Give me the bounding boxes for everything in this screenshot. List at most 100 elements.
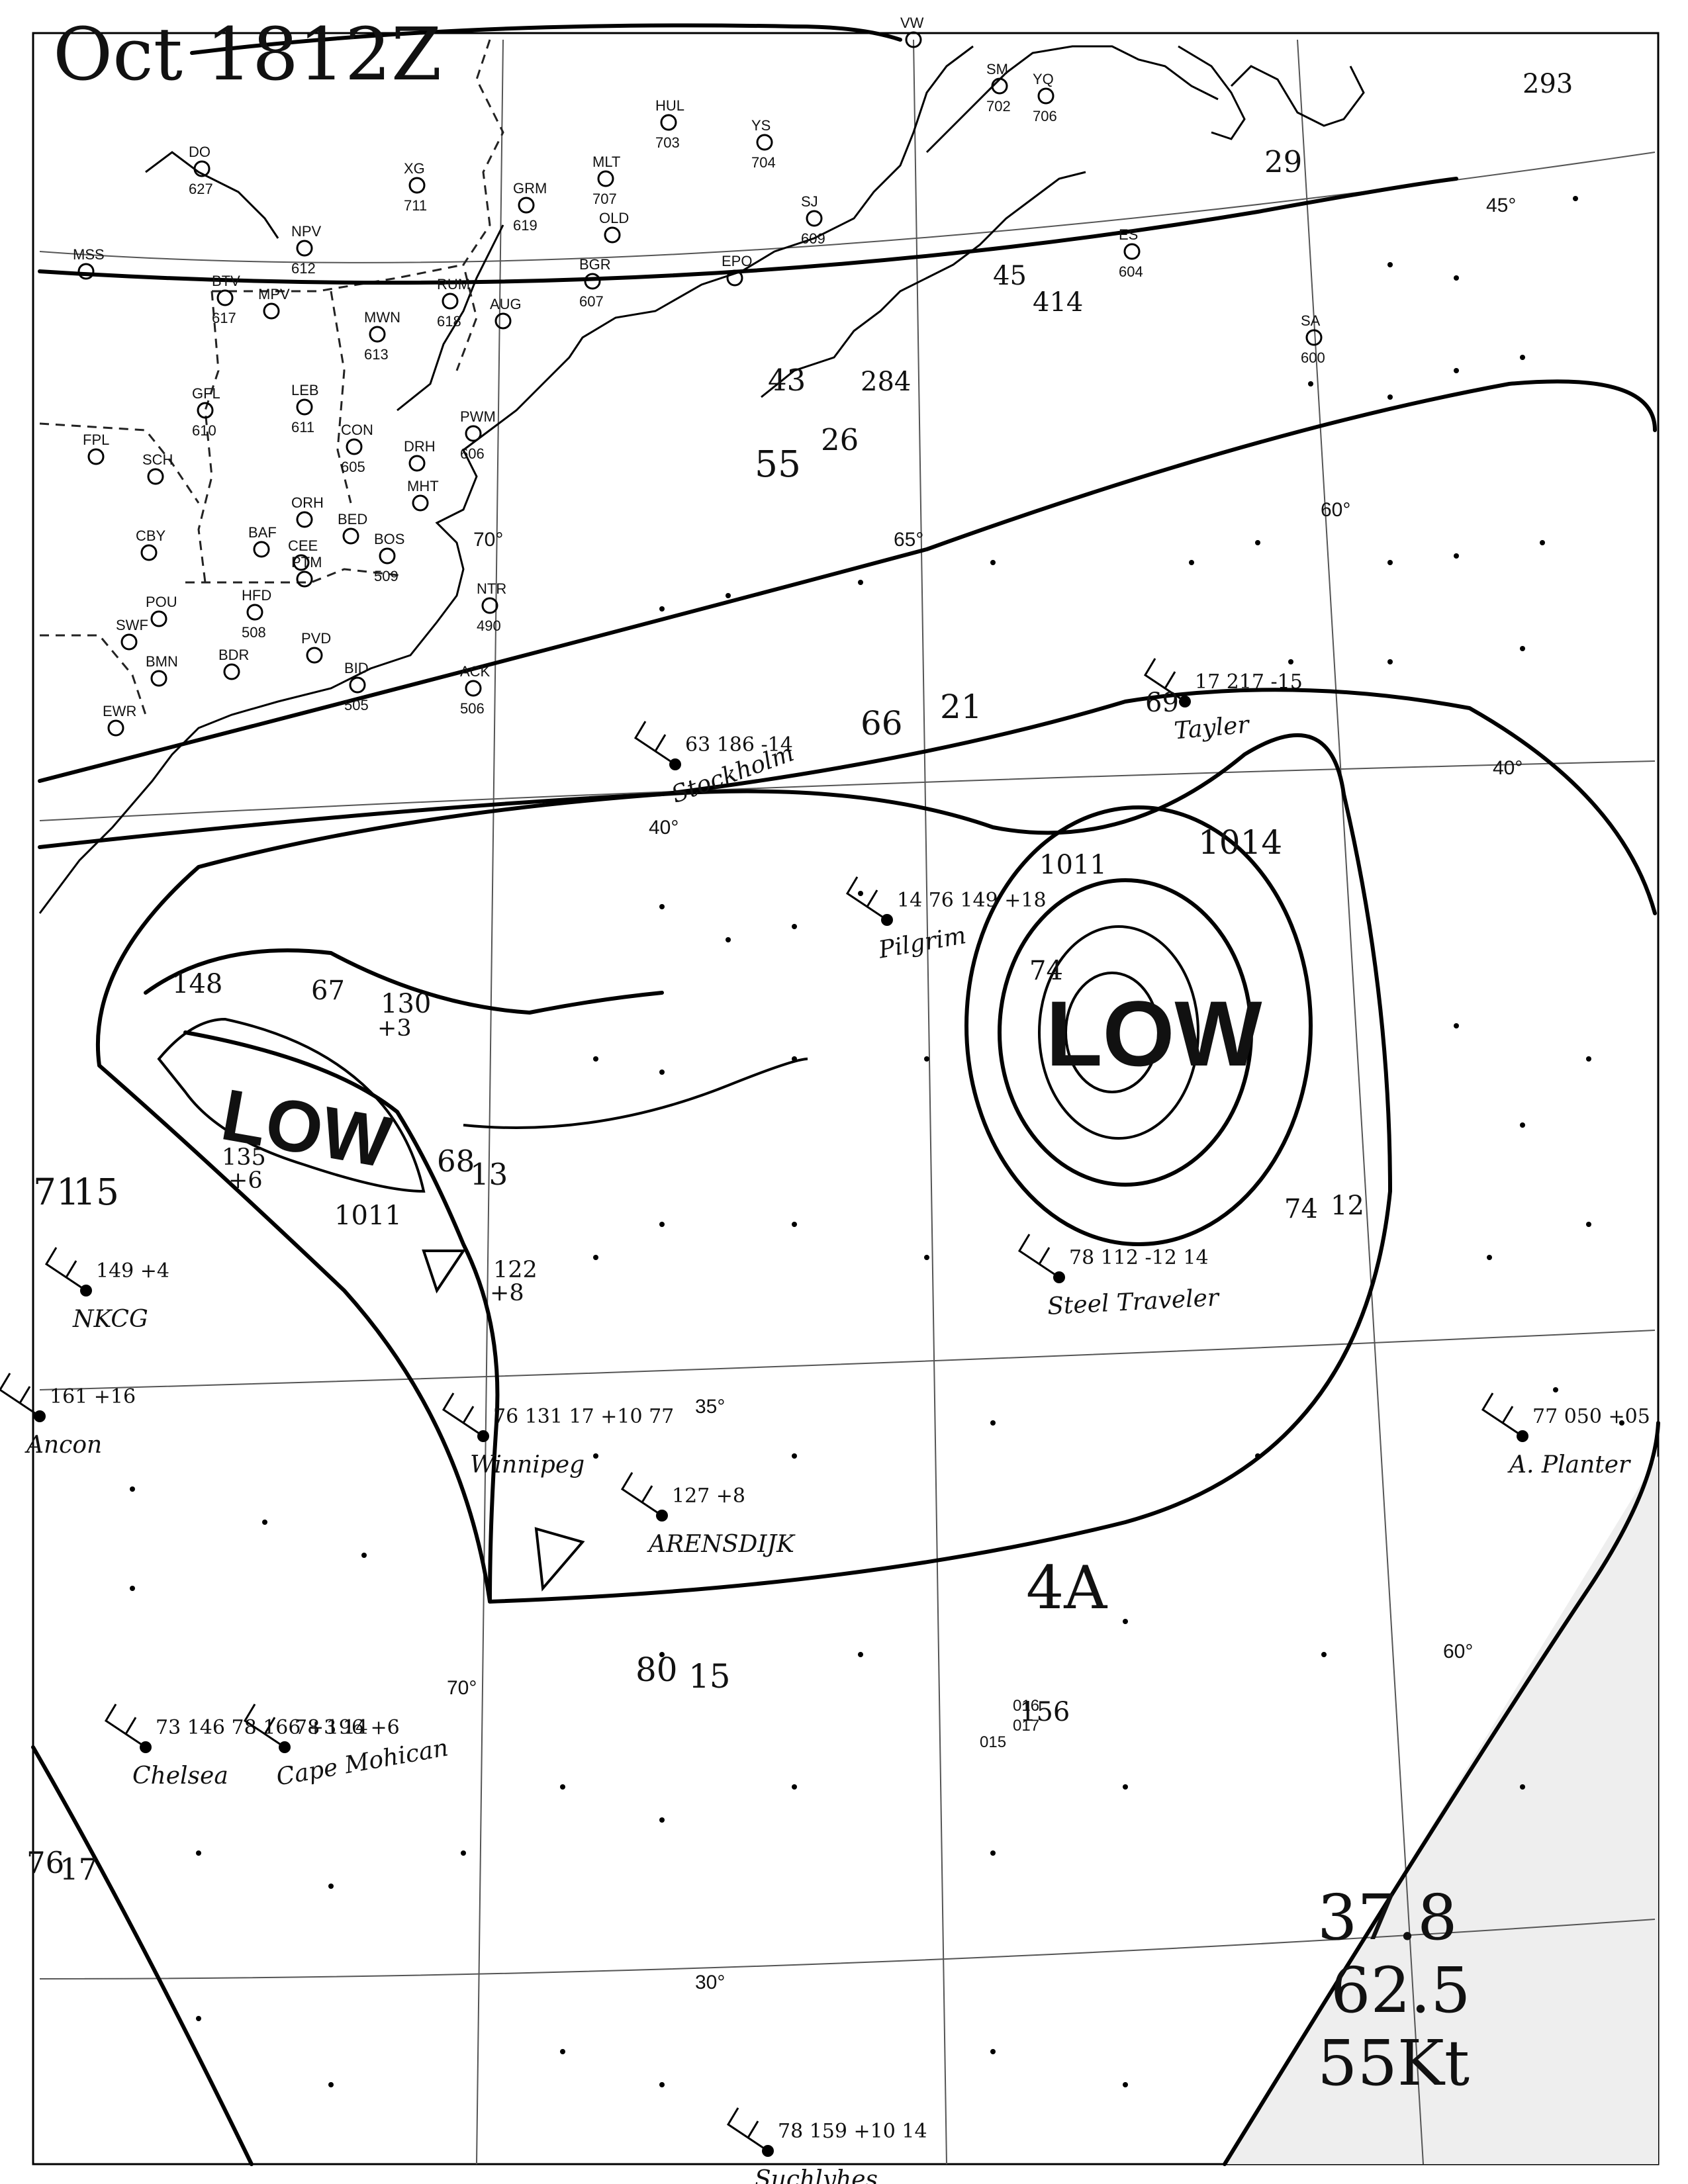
storm-summary: 37.8 62.5 55Kt bbox=[1317, 1882, 1471, 2100]
station-number: 508 bbox=[242, 624, 266, 641]
border-ny-vt bbox=[197, 291, 220, 583]
obs-122: 122 bbox=[493, 1257, 538, 1283]
station-old: OLD bbox=[599, 210, 629, 244]
station-number: 506 bbox=[460, 700, 485, 717]
newfoundland-coast-west bbox=[1178, 45, 1246, 140]
station-id: PVD bbox=[301, 630, 331, 647]
station-marker bbox=[246, 604, 263, 621]
isobar-1011-west-trough bbox=[183, 1030, 500, 1604]
station-ack: ACK 506 bbox=[460, 663, 491, 717]
wind-barb-icon bbox=[1481, 1392, 1523, 1437]
station-bdr: BDR bbox=[218, 647, 249, 680]
land-stations: DO627XG711GRM619MLT707HUL703YS704OLDSJ60… bbox=[73, 15, 1325, 737]
station-marker bbox=[481, 597, 498, 614]
obs-43: 43 bbox=[768, 363, 806, 398]
station-marker bbox=[584, 273, 601, 290]
station-id: MPV bbox=[258, 286, 290, 302]
ship-name: Tayler bbox=[1173, 711, 1251, 745]
ship-name: Suchlyhes bbox=[755, 2166, 878, 2184]
station-id: BID bbox=[344, 660, 369, 676]
ship-name: ARENSDIJK bbox=[647, 1531, 796, 1558]
summary-lat: 37.8 bbox=[1317, 1882, 1458, 1954]
station-id: AUG bbox=[490, 296, 522, 312]
station-number: 606 bbox=[460, 445, 485, 462]
station-id: ES bbox=[1119, 226, 1138, 243]
station-marker bbox=[1123, 243, 1141, 260]
station-marker bbox=[604, 226, 621, 244]
obs-plus6: +6 bbox=[228, 1167, 263, 1194]
station-id: NPV bbox=[291, 223, 322, 240]
station-marker bbox=[408, 177, 426, 194]
wind-barb-icon bbox=[442, 1392, 484, 1437]
station-bed: BED bbox=[338, 511, 367, 545]
ship-obs: 127 +8 bbox=[672, 1484, 745, 1508]
station-marker bbox=[349, 676, 366, 694]
lat-line-40 bbox=[39, 760, 1656, 821]
lat-30-label: 30° bbox=[695, 1972, 725, 1993]
lat-45-label: 45° bbox=[1486, 195, 1516, 216]
obs-130: 130 bbox=[381, 989, 431, 1019]
obs-45: 45 bbox=[993, 261, 1027, 291]
station-dots bbox=[130, 196, 1624, 2087]
ship-name: NKCG bbox=[72, 1306, 148, 1333]
obs-76: 76 bbox=[26, 1845, 64, 1880]
station-id: BOS bbox=[374, 531, 404, 547]
station-id: VW bbox=[900, 15, 924, 31]
lat-35-label: 35° bbox=[695, 1396, 725, 1418]
isobar-north-1 bbox=[38, 177, 1458, 285]
wind-barb-icon bbox=[44, 1247, 87, 1292]
station-marker bbox=[223, 663, 240, 680]
station-marker bbox=[150, 610, 167, 627]
obs-017: 017 bbox=[1013, 1717, 1039, 1735]
isobar-1014 bbox=[95, 733, 1392, 1604]
ship-name: Steel Traveler bbox=[1047, 1284, 1221, 1320]
obs-74-b: 74 bbox=[1284, 1194, 1318, 1224]
station-id: ACK bbox=[460, 663, 491, 680]
station-pvd: PVD bbox=[301, 630, 331, 664]
ship-name: Ancon bbox=[24, 1432, 102, 1459]
low-east-pressure: 1011 bbox=[1039, 850, 1107, 880]
station-marker bbox=[197, 402, 214, 419]
station-number: 613 bbox=[364, 346, 389, 363]
isobar-south-east bbox=[1223, 1421, 1660, 2166]
isobar-inner-west bbox=[157, 1017, 426, 1193]
station-vw: VW bbox=[900, 15, 924, 48]
station-marker bbox=[379, 547, 396, 565]
station-marker bbox=[296, 240, 313, 257]
wind-barb-icon bbox=[726, 2107, 769, 2152]
station-number: 509 bbox=[374, 568, 399, 584]
ship-obs: 161 +16 bbox=[50, 1385, 136, 1408]
obs-plus3: +3 bbox=[377, 1015, 412, 1042]
station-id: BMN bbox=[146, 653, 178, 670]
station-number: 600 bbox=[1301, 349, 1325, 366]
lat-line-30 bbox=[39, 1919, 1656, 1979]
obs-293: 293 bbox=[1523, 69, 1573, 99]
station-id: YQ bbox=[1033, 71, 1054, 87]
station-number: 707 bbox=[592, 191, 617, 207]
obs-plus8: +8 bbox=[490, 1280, 524, 1306]
station-bmn: BMN bbox=[146, 653, 178, 687]
station-id: RUM bbox=[437, 276, 470, 293]
station-marker bbox=[77, 263, 95, 280]
station-marker bbox=[905, 31, 922, 48]
station-id: BTV bbox=[212, 273, 240, 289]
isobar-mid bbox=[463, 1058, 808, 1129]
wind-barb-icon bbox=[1143, 658, 1186, 703]
border-ma-ct bbox=[185, 568, 404, 584]
ship-name: Cape Mohican bbox=[274, 1734, 450, 1791]
station-marker bbox=[296, 398, 313, 416]
station-marker bbox=[87, 448, 105, 465]
obs-66: 66 bbox=[861, 704, 903, 743]
